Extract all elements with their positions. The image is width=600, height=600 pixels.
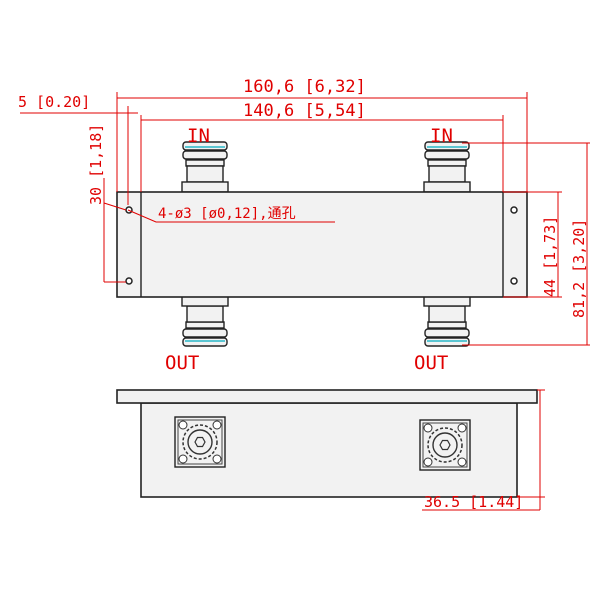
n-connector-left-icon [174, 416, 226, 468]
dim-flange-width: 5 [0.20] [18, 93, 90, 111]
mounting-hole-icon [125, 277, 133, 285]
dim-depth: 36.5 [1.44] [424, 493, 523, 511]
label-in-right: IN [430, 125, 453, 147]
top-view [116, 141, 528, 347]
connector-out-right [423, 295, 471, 347]
connector-in-left [181, 141, 229, 193]
dim-body-height: 44 [1,73] [541, 216, 559, 297]
mounting-hole-icon [510, 206, 518, 214]
flange-side [116, 389, 538, 404]
dim-overall-length: 160,6 [6,32] [243, 77, 366, 97]
dimensions-top: 160,6 [6,32] 140,6 [5,54] 5 [0.20] 30 [1… [18, 77, 590, 374]
connector-out-left [181, 295, 229, 347]
n-connector-right-icon [419, 419, 471, 471]
label-in-left: IN [187, 125, 210, 147]
dim-body-length: 140,6 [5,54] [243, 101, 366, 121]
dim-overall-height: 81,2 [3,20] [570, 219, 588, 318]
connector-in-right [423, 141, 471, 193]
holes-note: 4-ø3 [ø0,12],通孔 [158, 206, 296, 222]
label-out-right: OUT [414, 352, 448, 374]
dim-hole-spacing: 30 [1,18] [87, 124, 105, 205]
mounting-hole-icon [510, 277, 518, 285]
flange-plate [116, 191, 528, 298]
side-view: 36.5 [1.44] [116, 389, 545, 511]
label-out-left: OUT [165, 352, 199, 374]
